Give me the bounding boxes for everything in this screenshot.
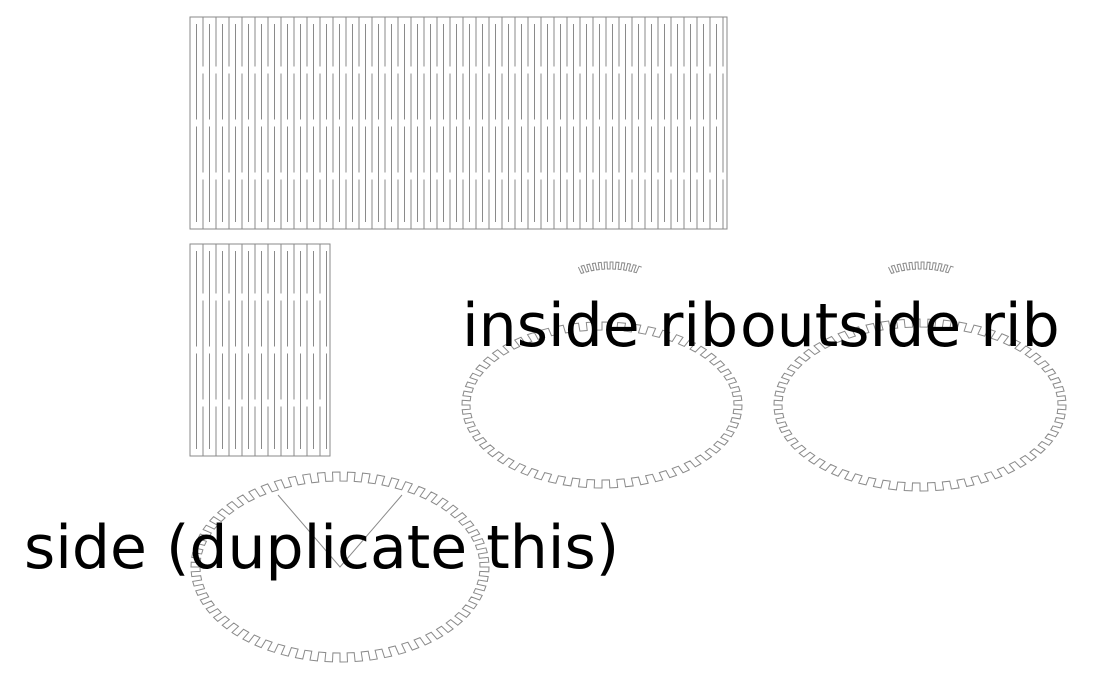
inside-rib-tab-strip [577,261,642,274]
large-panel-hinge-pattern [196,17,724,229]
small-panel-outline [189,243,331,457]
living-hinge-large-panel [189,16,728,230]
outside-rib-label: outside rib [740,291,1060,361]
inside-rib-part [461,261,743,489]
inside-rib-label: inside rib [462,291,738,361]
side-label: side (duplicate this) [24,513,619,583]
living-hinge-small-panel [189,243,331,457]
side-part [190,471,490,663]
outside-rib-tab-strip [888,261,954,274]
outside-rib-ring [773,318,1067,492]
inside-rib-ring [461,321,743,489]
outside-rib-part [773,261,1067,492]
side-ring [190,471,490,663]
large-panel-outline [189,16,728,230]
side-v-cut [277,494,403,568]
small-panel-hinge-pattern [196,244,327,456]
